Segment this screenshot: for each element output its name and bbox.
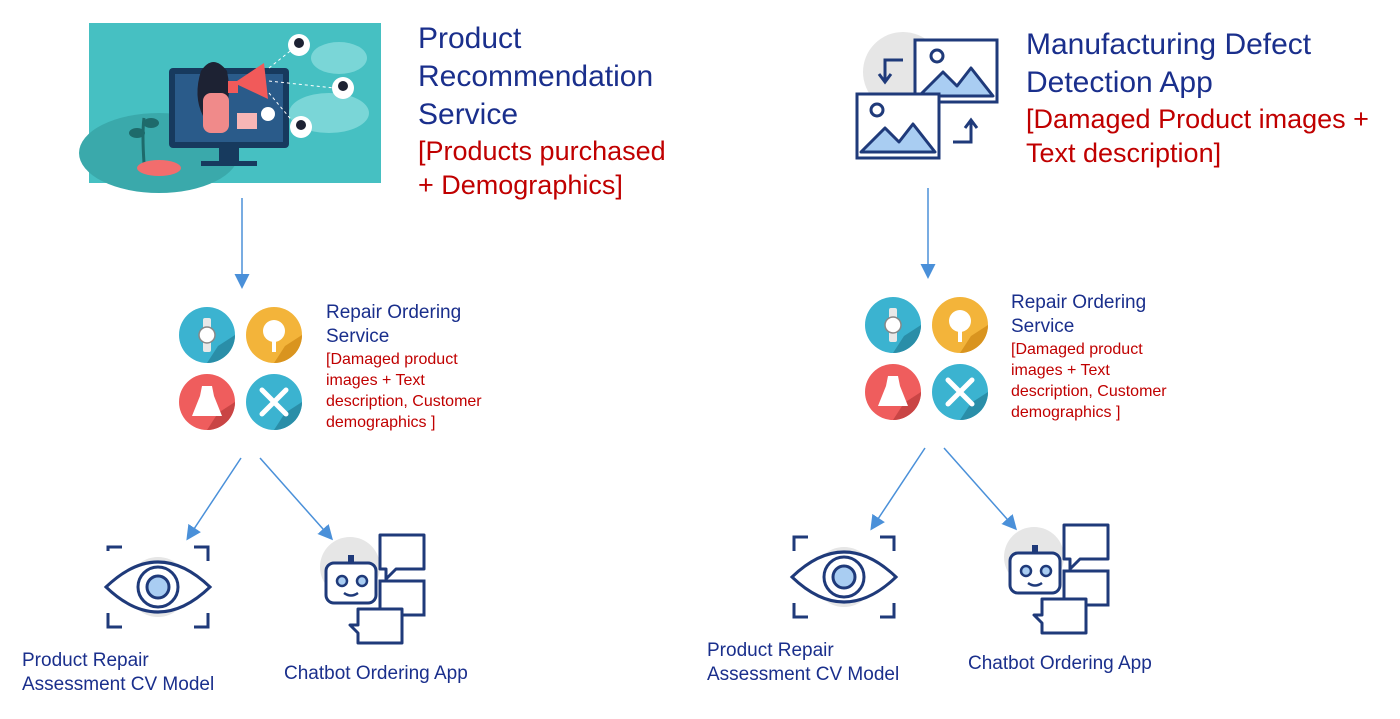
watch-icon: [179, 307, 235, 363]
right-top-text: Manufacturing Defect Detection App [Dama…: [1026, 26, 1398, 170]
left-repair-icon-grid: [179, 307, 302, 430]
tools-icon: [246, 374, 302, 430]
right-cv-label-line2: Assessment CV Model: [707, 664, 900, 685]
left-cv-label-line1: Product Repair: [22, 650, 149, 671]
tree-icon: [246, 307, 302, 363]
right-top-subtitle-line1: [Damaged Product images +: [1026, 104, 1369, 134]
chatbot-icon: [320, 533, 426, 645]
chatbot-icon: [1004, 523, 1110, 635]
right-chatbot-label: Chatbot Ordering App: [968, 652, 1208, 676]
left-top-title-line2: Recommendation: [418, 60, 654, 93]
arrow-right-middle-to-chatbot: [943, 447, 1017, 531]
arrow-left-middle-to-chatbot: [259, 457, 333, 541]
eye-icon: [103, 545, 213, 629]
right-top-subtitle-line2: Text description]: [1026, 138, 1222, 168]
left-chatbot-label: Chatbot Ordering App: [284, 662, 524, 686]
left-top-subtitle-line1: [Products purchased: [418, 136, 666, 166]
right-middle-subtitle-line4: demographics ]: [1011, 404, 1121, 421]
left-top-title-line1: Product: [418, 22, 522, 55]
watch-icon: [865, 297, 921, 353]
right-cv-model-label: Product Repair Assessment CV Model: [707, 639, 947, 687]
right-top-title-line1: Manufacturing Defect: [1026, 28, 1312, 61]
marketing-illustration: [79, 23, 381, 193]
image-transfer-icon: [855, 32, 999, 160]
arrow-right-middle-to-cv: [870, 447, 926, 531]
left-middle-subtitle-line2: images + Text: [326, 372, 425, 389]
dress-icon: [865, 364, 921, 420]
right-repair-icon-grid: [865, 297, 988, 420]
left-top-subtitle-line2: + Demographics]: [418, 170, 623, 200]
left-cv-label-line2: Assessment CV Model: [22, 674, 215, 695]
left-top-title-line3: Service: [418, 98, 519, 131]
left-cv-model-label: Product Repair Assessment CV Model: [22, 649, 262, 697]
right-middle-subtitle-line1: [Damaged product: [1011, 341, 1143, 358]
right-middle-subtitle-line2: images + Text: [1011, 362, 1110, 379]
left-chatbot-label-line1: Chatbot Ordering App: [284, 663, 468, 684]
right-cv-label-line1: Product Repair: [707, 640, 834, 661]
left-middle-title-line2: Service: [326, 326, 390, 347]
dress-icon: [179, 374, 235, 430]
left-top-text: Product Recommendation Service [Products…: [418, 20, 748, 202]
right-middle-text: Repair Ordering Service [Damaged product…: [1011, 291, 1211, 423]
tools-icon: [932, 364, 988, 420]
left-middle-title-line1: Repair Ordering: [326, 302, 462, 323]
left-middle-subtitle-line4: demographics ]: [326, 414, 436, 431]
left-middle-subtitle-line1: [Damaged product: [326, 351, 458, 368]
right-middle-subtitle-line3: description, Customer: [1011, 383, 1167, 400]
right-middle-title-line2: Service: [1011, 316, 1075, 337]
left-middle-subtitle-line3: description, Customer: [326, 393, 482, 410]
left-middle-text: Repair Ordering Service [Damaged product…: [326, 301, 526, 433]
tree-icon: [932, 297, 988, 353]
right-top-title-line2: Detection App: [1026, 66, 1213, 99]
right-middle-title-line1: Repair Ordering: [1011, 292, 1147, 313]
eye-icon: [789, 535, 899, 619]
arrow-left-middle-to-cv: [186, 457, 242, 541]
right-chatbot-label-line1: Chatbot Ordering App: [968, 653, 1152, 674]
